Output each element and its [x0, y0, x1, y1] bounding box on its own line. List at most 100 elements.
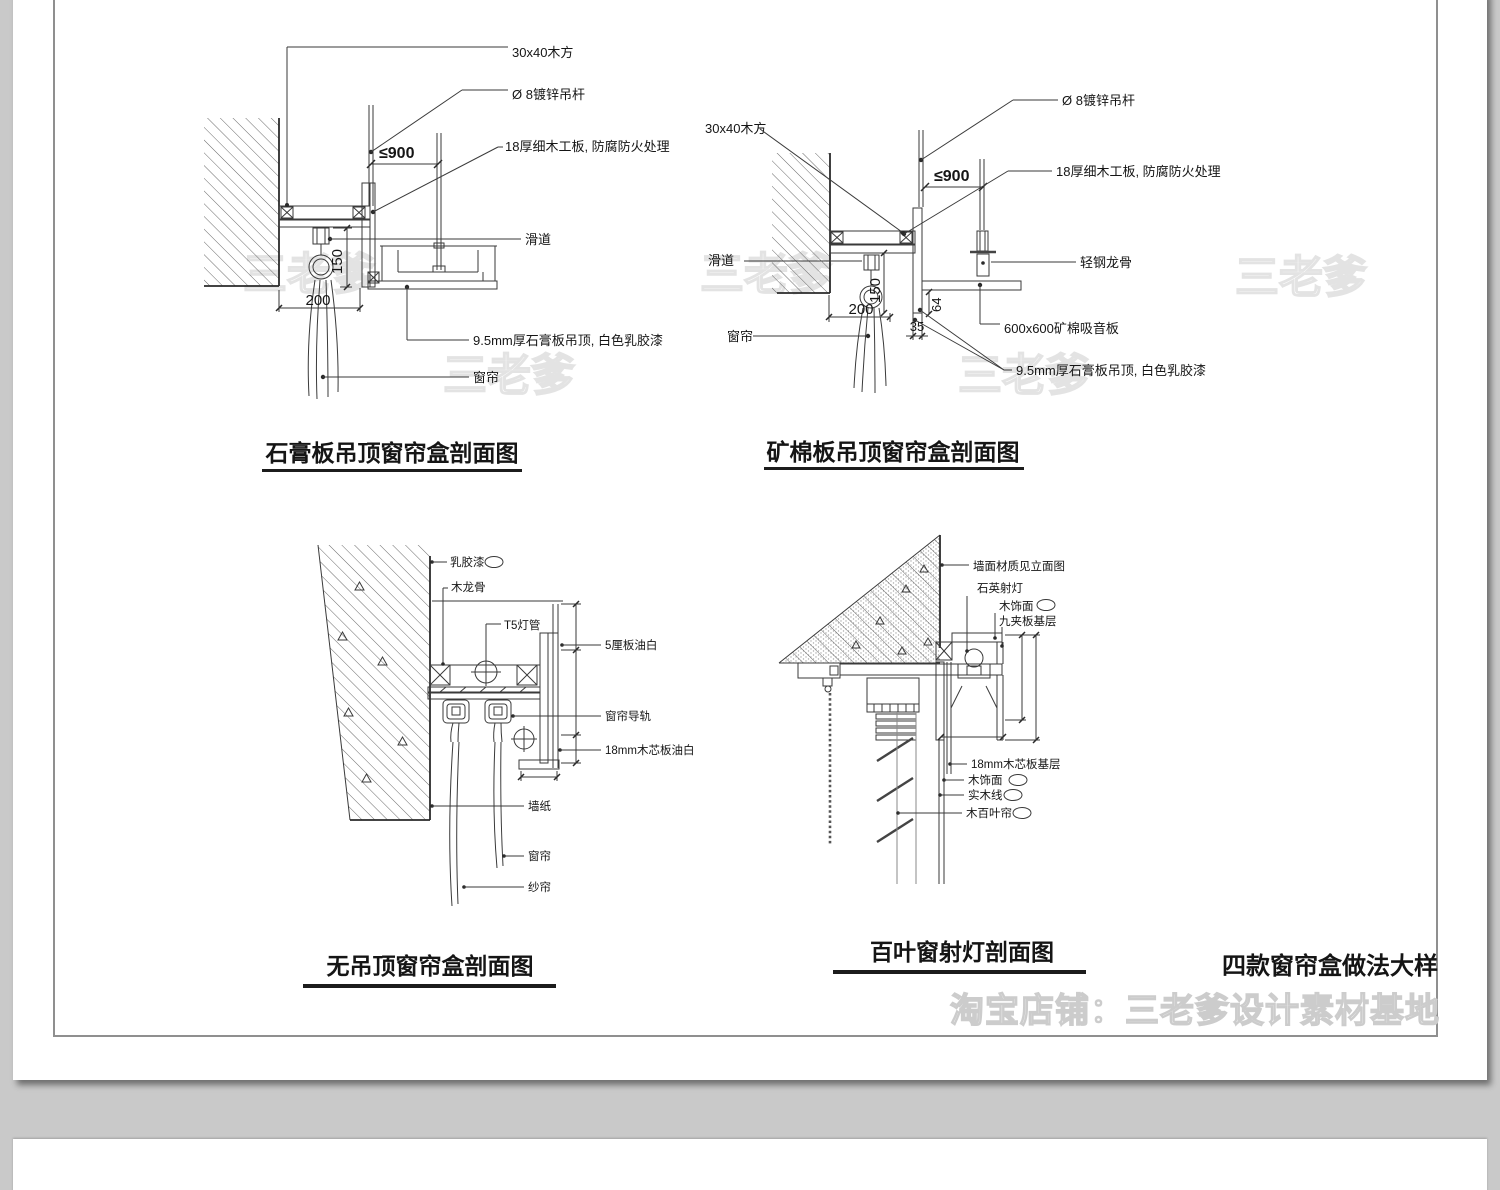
hanger-rods: [368, 105, 446, 273]
finish-tag-icon: [1008, 774, 1028, 786]
watermark-text: 三老爹: [443, 351, 575, 400]
dimensions-right: [937, 631, 1040, 744]
mineral-acoustic-board: [921, 280, 1022, 291]
label-text: 滑道: [525, 232, 551, 247]
label-veneer-top: 木饰面: [993, 599, 1056, 640]
blind-headbox: [866, 677, 920, 741]
label-text: 30x40木方: [705, 121, 766, 136]
label-text: 窗帘: [727, 329, 753, 344]
label-text: Ø 8镀锌吊杆: [512, 87, 585, 102]
wall-section: [317, 544, 431, 821]
label-text: 墙面材质见立面图: [973, 559, 1065, 573]
corner-watermarks: 三老爹 三老爹 三老爹 三老爹 三老爹: [242, 249, 1368, 401]
dim-width: 200: [305, 292, 330, 309]
dimension-35: 35: [906, 313, 928, 340]
dimension-200: 200: [275, 288, 364, 312]
label-wallpaper: 墙纸: [430, 799, 551, 813]
curtain-box-boards: [829, 207, 923, 314]
label-text: 5厘板油白: [605, 638, 657, 652]
title-underline: [833, 970, 1086, 974]
light-steel-keel: [970, 230, 996, 277]
dimension-spacing: ≤900: [366, 145, 443, 169]
dimension-64: 64: [925, 288, 944, 318]
gypsum-ceiling: [367, 245, 498, 290]
label-text: 窗帘: [528, 849, 551, 863]
dimension-150: 150: [329, 224, 352, 291]
side-boards: [511, 604, 561, 781]
wall-section: [204, 118, 280, 287]
label-wood-keel: 木龙骨: [441, 581, 486, 666]
label-wood-blind: 木百叶帘: [896, 806, 1032, 820]
title-underline: [303, 984, 556, 988]
label-curtain: 窗帘: [502, 849, 551, 863]
label-text: 实木线: [968, 788, 1003, 802]
label-curtain: 窗帘: [727, 329, 871, 344]
label-text: 墙纸: [528, 799, 551, 813]
label-wood-batten: 30x40木方: [285, 45, 573, 207]
next-sheet-preview: [13, 1139, 1487, 1190]
label-plywood-base: 九夹板基层: [999, 614, 1057, 648]
curtain-lines: [307, 279, 339, 400]
label-text: 9.5mm厚石膏板吊顶, 白色乳胶漆: [473, 333, 663, 348]
title-underline: [764, 467, 1024, 470]
label-text: 18厚细木工板, 防腐防火处理: [1056, 164, 1221, 179]
detail-gypsum-ceiling-curtain-box: ≤900 150 200 30x40木方 Ø: [204, 45, 670, 472]
label-sheer: 纱帘: [462, 880, 551, 894]
detail-louver-spotlight: 墙面材质见立面图 石英射灯 木饰面 九夹板基层 18mm木芯板: [778, 534, 1086, 974]
curtain-track: [859, 254, 883, 309]
louver-slats: [876, 712, 917, 884]
label-core-board: 18mm木芯板油白: [558, 743, 694, 757]
curtain-track: [308, 227, 334, 280]
dim-spacing: ≤900: [379, 145, 415, 162]
wall-section: [772, 153, 831, 294]
label-text: 纱帘: [528, 880, 551, 894]
label-gypsum-board: 9.5mm厚石膏板吊顶, 白色乳胶漆: [404, 284, 663, 348]
label-keel: 轻钢龙骨: [991, 255, 1132, 270]
curtain-box-frame: [427, 664, 541, 700]
label-text: 窗帘: [473, 370, 499, 385]
label-text: 9.5mm厚石膏板吊顶, 白色乳胶漆: [1016, 363, 1206, 378]
light-box: [839, 632, 1004, 741]
label-text: 18mm木芯板油白: [605, 743, 694, 757]
store-watermark: 淘宝店铺：三老爹设计素材基地: [950, 992, 1440, 1030]
curtain-lines: [853, 307, 887, 394]
t5-lamp: [471, 658, 501, 686]
watermark-text: 三老爹: [1235, 253, 1367, 302]
label-track: 滑道: [327, 232, 551, 247]
label-text: 乳胶漆: [450, 555, 485, 569]
label-wall-finish: 墙面材质见立面图: [940, 559, 1065, 573]
concrete-slab: [778, 534, 941, 664]
label-text: 600x600矿棉吸音板: [1004, 321, 1119, 336]
curtain-lines: [449, 741, 504, 907]
finish-tag-icon: [484, 556, 504, 568]
label-text: 18mm木芯板基层: [971, 757, 1060, 771]
dim-height: 150: [867, 278, 884, 303]
sheet-inner-border: [53, 0, 1438, 1037]
dim-gap: 64: [929, 298, 944, 312]
label-text: 窗帘导轨: [605, 709, 651, 723]
label-latex-paint: 乳胶漆: [430, 555, 504, 569]
dim-width: 200: [848, 301, 873, 318]
label-solid-wood-line: 实木线: [938, 788, 1023, 802]
label-t5-lamp: T5灯管: [485, 618, 540, 658]
dimension-200: 200: [825, 295, 894, 322]
label-text: 石英射灯: [977, 581, 1023, 595]
finish-tag-icon: [1036, 599, 1056, 611]
dimension-spacing: ≤900: [920, 168, 988, 192]
label-text: 木饰面: [999, 599, 1034, 613]
detail-mineral-board-ceiling-curtain-box: ≤900 150 200 64 35: [705, 93, 1221, 470]
side-dimension-bracket: [561, 600, 581, 767]
label-quartz-light: 石英射灯: [965, 581, 1023, 653]
label-mineral-board: 600x600矿棉吸音板: [977, 282, 1119, 336]
detail-2-title: 矿棉板吊顶窗帘盒剖面图: [767, 439, 1020, 465]
detail-4-title: 百叶窗射灯剖面图: [870, 939, 1054, 965]
detail-no-ceiling-curtain-box: 乳胶漆 木龙骨 T5灯管 5厘板油白 窗帘导: [303, 544, 694, 988]
hanger-rods: [918, 130, 985, 230]
label-blockboard: 18厚细木工板, 防腐防火处理: [370, 139, 670, 215]
label-hanger-rod: Ø 8镀锌吊杆: [918, 93, 1135, 163]
label-curtain: 窗帘: [320, 370, 499, 385]
label-blockboard: 18厚细木工板, 防腐防火处理: [901, 164, 1221, 237]
label-text: Ø 8镀锌吊杆: [1062, 93, 1135, 108]
